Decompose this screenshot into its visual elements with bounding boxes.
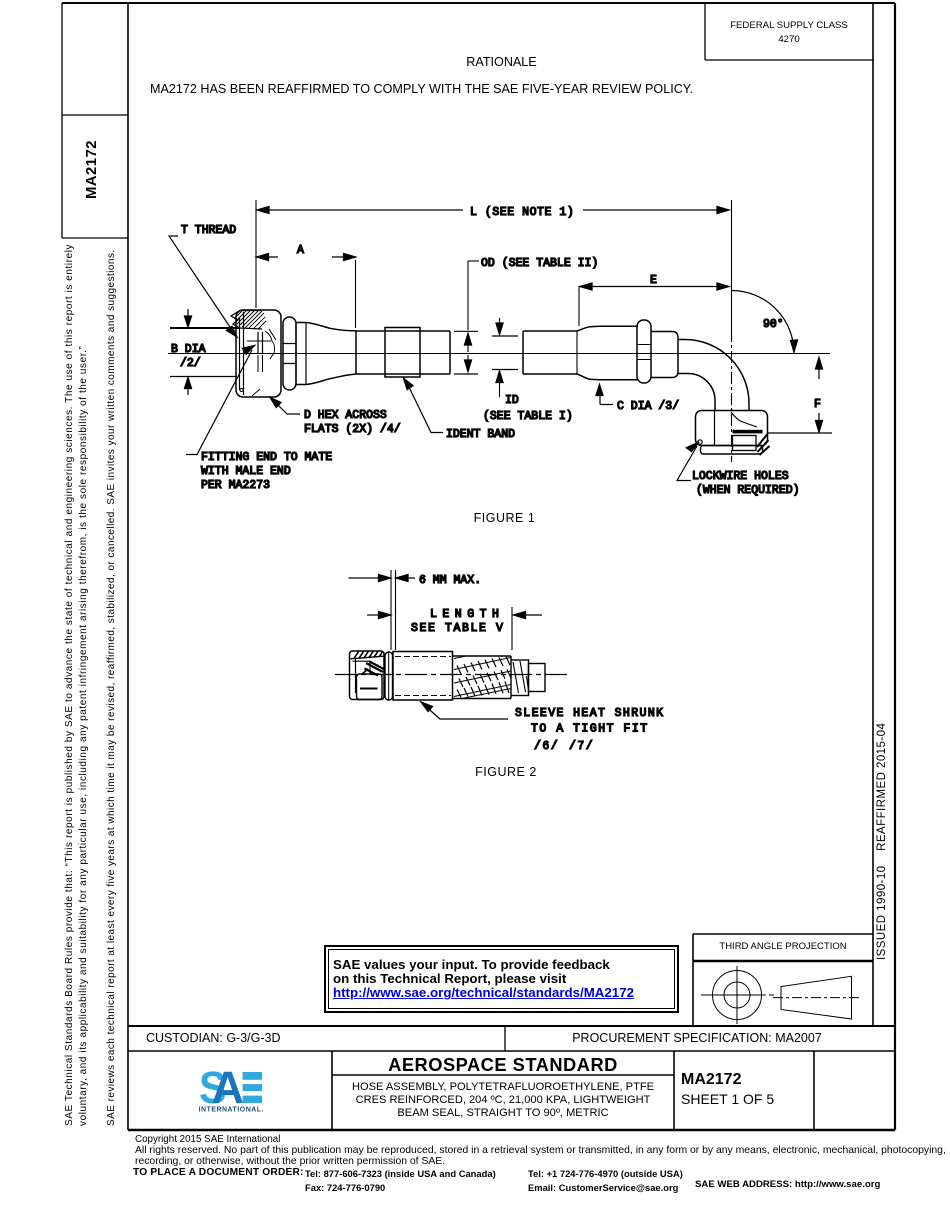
- svg-text:A: A: [212, 1062, 245, 1113]
- svg-text:WITH MALE END: WITH MALE END: [201, 465, 291, 478]
- svg-text:IDENT BAND: IDENT BAND: [446, 428, 515, 441]
- svg-text:LENGTH: LENGTH: [430, 608, 504, 621]
- svg-text:INTERNATIONAL.: INTERNATIONAL.: [199, 1107, 264, 1114]
- svg-text:D HEX ACROSS: D HEX ACROSS: [304, 409, 387, 422]
- svg-text:E: E: [650, 274, 657, 287]
- svg-text:/6/: /6/: [534, 740, 559, 753]
- svg-text:LOCKWIRE HOLES: LOCKWIRE HOLES: [692, 470, 789, 483]
- svg-text:/7/: /7/: [569, 740, 594, 753]
- svg-text:90°: 90°: [763, 318, 784, 331]
- svg-text:TO A TIGHT FIT: TO A TIGHT FIT: [531, 723, 649, 736]
- svg-text:(WHEN REQUIRED): (WHEN REQUIRED): [696, 484, 800, 497]
- svg-text:A: A: [297, 244, 304, 257]
- svg-text:PER MA2273: PER MA2273: [201, 479, 270, 492]
- svg-text:T THREAD: T THREAD: [181, 224, 236, 237]
- svg-text:F: F: [814, 398, 821, 411]
- svg-text:FLATS (2X) /4/: FLATS (2X) /4/: [304, 423, 401, 436]
- svg-text:/2/: /2/: [180, 357, 201, 370]
- svg-text:SLEEVE HEAT SHRUNK: SLEEVE HEAT SHRUNK: [515, 707, 664, 720]
- svg-text:SEE TABLE V: SEE TABLE V: [411, 622, 505, 635]
- svg-text:OD (SEE TABLE II): OD (SEE TABLE II): [481, 257, 598, 270]
- svg-text:FITTING END TO MATE: FITTING END TO MATE: [201, 451, 332, 464]
- svg-text:S: S: [199, 1063, 227, 1113]
- svg-text:ID: ID: [505, 394, 519, 407]
- svg-text:B DIA: B DIA: [171, 343, 206, 356]
- svg-text:L (SEE NOTE 1): L (SEE NOTE 1): [470, 206, 574, 219]
- svg-text:6 MM MAX.: 6 MM MAX.: [419, 574, 481, 587]
- svg-text:C DIA /3/: C DIA /3/: [617, 400, 679, 413]
- svg-text:(SEE TABLE I): (SEE TABLE I): [483, 410, 573, 423]
